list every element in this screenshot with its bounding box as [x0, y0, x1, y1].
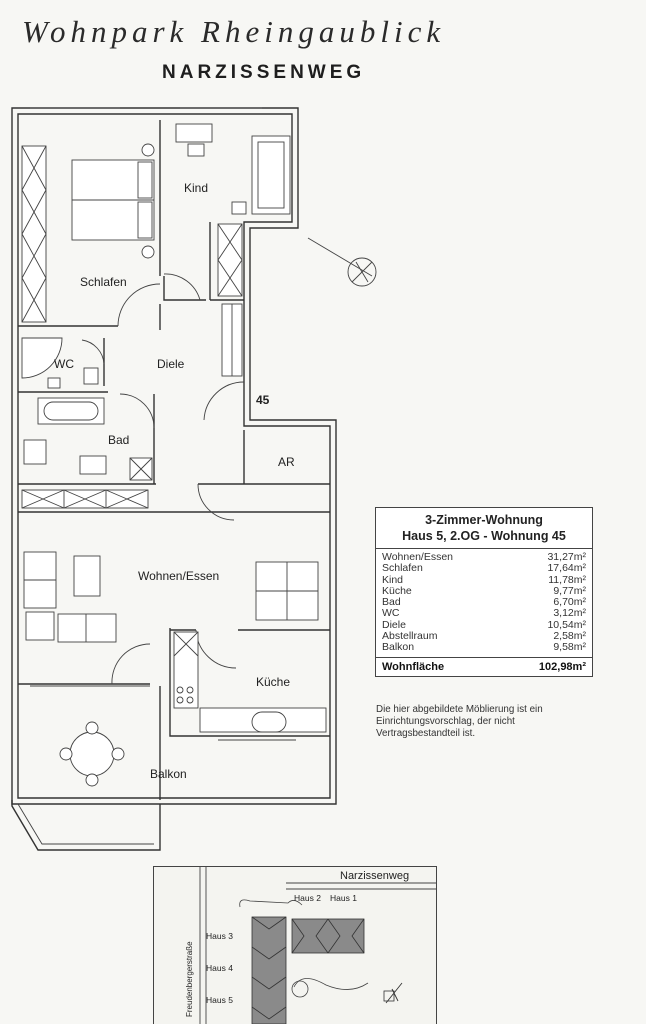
- area-room-name: Diele: [382, 618, 406, 631]
- sofa: [23, 551, 117, 643]
- double-bed: [71, 143, 155, 259]
- sideboard: [21, 489, 149, 509]
- door-swing: [197, 483, 235, 521]
- unit-number: 45: [256, 393, 270, 407]
- area-room-value: 9,58m²: [553, 641, 586, 654]
- site-house-4: Haus 4: [206, 963, 233, 973]
- balcony-table: [59, 721, 125, 787]
- furnishing-note: Die hier abgebildete Möblierung ist ein …: [376, 704, 543, 739]
- area-total-label: Wohnfläche: [382, 660, 445, 673]
- area-room-name: Balkon: [382, 641, 415, 654]
- balcony-rail: [17, 803, 154, 845]
- room-label-wc: WC: [54, 357, 74, 371]
- site-house-5: Haus 5: [206, 995, 233, 1005]
- door-swing: [111, 643, 151, 685]
- kitchen-counter: [173, 631, 327, 733]
- area-row: Balkon 9,58m²: [376, 642, 592, 657]
- area-room-value: 3,12m²: [553, 607, 586, 620]
- desk: [175, 123, 213, 157]
- room-label-schlafen: Schlafen: [80, 275, 127, 289]
- area-row: Wohnen/Essen 31,27m²: [376, 549, 592, 563]
- area-row: Bad 6,70m²: [376, 596, 592, 609]
- wardrobe: [21, 145, 47, 323]
- site-house-1: Haus 1: [330, 893, 357, 903]
- area-table: Wohnen/Essen 31,27m² Schlafen 17,64m² Kind 11…: [376, 549, 592, 676]
- page-title: Wohnpark Rheingaublick: [22, 14, 446, 49]
- site-street-top: Narzissenweg: [340, 870, 409, 882]
- door-swing: [163, 273, 201, 301]
- unit-type: 3-Zimmer-Wohnung: [425, 513, 543, 527]
- area-room-value: 9,77m²: [553, 584, 586, 597]
- area-row: Schlafen 17,64m²: [376, 562, 592, 575]
- area-row: WC 3,12m²: [376, 607, 592, 620]
- area-room-value: 10,54m²: [547, 618, 586, 631]
- area-room-value: 6,70m²: [553, 596, 586, 609]
- site-plan: Narzissenweg Freudenbergerstraße Haus 1 …: [153, 866, 437, 1024]
- balcony-outline: [11, 800, 161, 851]
- wc-fixtures: [21, 337, 99, 389]
- site-house-2: Haus 2: [294, 893, 321, 903]
- area-room-value: 17,64m²: [547, 562, 586, 575]
- unit-info-box: 3-Zimmer-Wohnung Haus 5, 2.OG - Wohnung …: [375, 507, 593, 677]
- north-arrow-icon: [307, 237, 377, 287]
- unit-info-header: 3-Zimmer-Wohnung Haus 5, 2.OG - Wohnung …: [376, 508, 592, 549]
- wardrobe-diele: [221, 303, 243, 377]
- site-house-3: Haus 3: [206, 931, 233, 941]
- area-row: Küche 9,77m²: [376, 584, 592, 597]
- wall: [163, 276, 206, 301]
- bathtub: [37, 397, 105, 425]
- door-swing: [203, 381, 245, 421]
- site-street-left: Freudenbergerstraße: [185, 941, 194, 1017]
- room-label-diele: Diele: [157, 357, 185, 371]
- outer-wall: [11, 107, 337, 805]
- area-room-name: Abstellraum: [382, 630, 438, 643]
- area-room-value: 2,58m²: [553, 630, 586, 643]
- area-room-name: Küche: [382, 584, 412, 597]
- area-total-value: 102,98m²: [538, 660, 586, 673]
- site-plan-drawing: Narzissenweg Freudenbergerstraße Haus 1 …: [185, 867, 436, 1024]
- area-row: Kind 11,78m²: [376, 573, 592, 586]
- area-room-name: Wohnen/Essen: [382, 551, 454, 563]
- page-subtitle: NARZISSENWEG: [162, 62, 366, 83]
- door-swing: [117, 283, 161, 327]
- room-label-kueche: Küche: [256, 675, 290, 689]
- room-label-wohnen: Wohnen/Essen: [138, 569, 219, 583]
- room-label-kind: Kind: [184, 181, 208, 195]
- room-label-bad: Bad: [108, 433, 129, 447]
- door-swing: [81, 339, 105, 365]
- area-room-name: Schlafen: [382, 562, 423, 575]
- wardrobe-kind: [217, 201, 247, 297]
- room-label-ar: AR: [278, 455, 295, 469]
- door-swing: [195, 629, 237, 669]
- unit-location: Haus 5, 2.OG - Wohnung 45: [402, 529, 566, 543]
- area-room-name: WC: [382, 607, 400, 620]
- area-row: Diele 10,54m²: [376, 618, 592, 631]
- room-label-balkon: Balkon: [150, 767, 187, 781]
- area-room-name: Kind: [382, 573, 404, 586]
- outer-wall-inner: [17, 113, 331, 799]
- area-room-value: 31,27m²: [547, 551, 586, 563]
- wall-kueche: [169, 628, 330, 737]
- area-room-value: 11,78m²: [548, 573, 586, 586]
- area-room-name: Bad: [382, 596, 401, 609]
- bath-fixtures: [23, 439, 153, 481]
- area-total-row: Wohnfläche 102,98m²: [376, 657, 592, 676]
- area-row: Abstellraum 2,58m²: [376, 630, 592, 643]
- dining-table: [255, 561, 319, 621]
- door-swing: [119, 393, 155, 429]
- floor-plan: Kind Schlafen WC Diele Bad AR Wohnen/Ess…: [11, 107, 377, 851]
- child-bed: [251, 135, 291, 215]
